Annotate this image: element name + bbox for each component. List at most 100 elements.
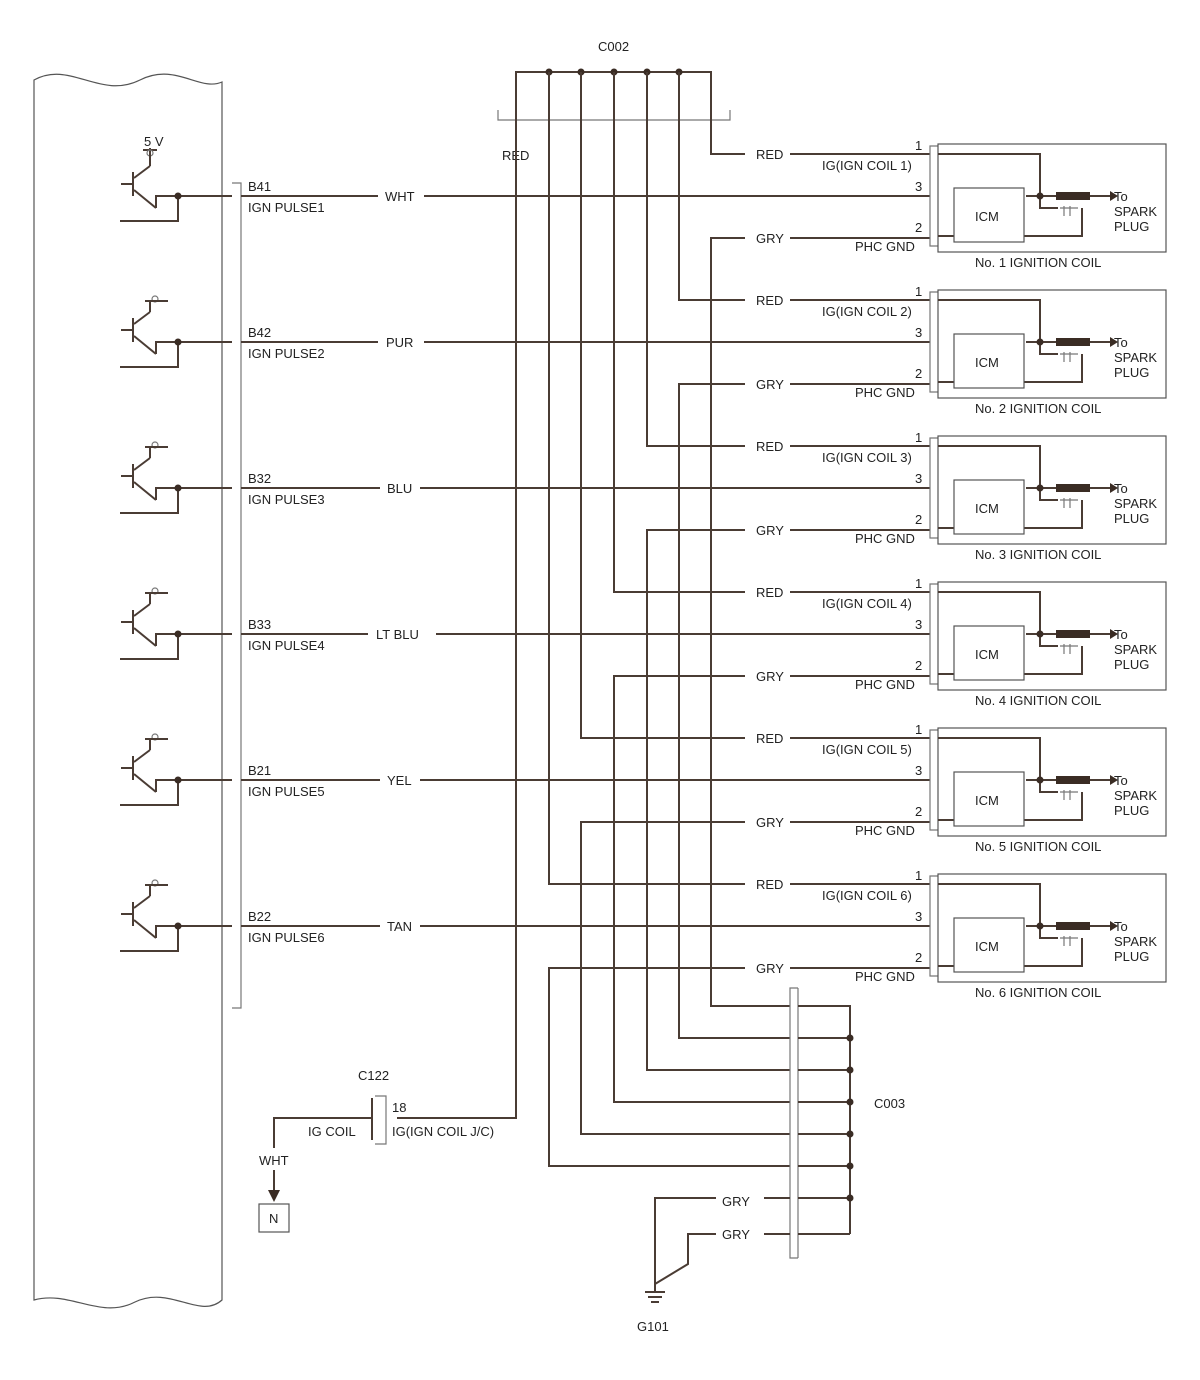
spark-label: SPARK <box>1114 350 1157 365</box>
coil-pin3: 3 <box>915 325 922 340</box>
coil-title: No. 1 IGNITION COIL <box>975 255 1101 270</box>
coil-pin3: 3 <box>915 179 922 194</box>
pulse-channel-1: B41 IGN PULSE1 WHT <box>120 148 930 222</box>
coil-ig-label: IG(IGN COIL 6) <box>822 888 912 903</box>
spark-label: SPARK <box>1114 642 1157 657</box>
coil-gnd-wire: GRY <box>756 231 784 246</box>
plug-label: PLUG <box>1114 657 1149 672</box>
pulse-channel-5: B21 IGN PULSE5 YEL <box>120 733 930 806</box>
to-label: To <box>1114 189 1128 204</box>
pulse-channel-6: B22 IGN PULSE6 TAN <box>120 879 930 952</box>
plug-label: PLUG <box>1114 949 1149 964</box>
c003-label: C003 <box>874 1096 905 1111</box>
coil-ig-label: IG(IGN COIL 5) <box>822 742 912 757</box>
plug-label: PLUG <box>1114 365 1149 380</box>
terminal-label: N <box>269 1211 278 1226</box>
pulse-name: IGN PULSE3 <box>248 492 325 507</box>
spark-label: SPARK <box>1114 496 1157 511</box>
pulse-pin: B22 <box>248 909 271 924</box>
to-label: To <box>1114 919 1128 934</box>
spark-label: SPARK <box>1114 934 1157 949</box>
ignition-coil-3: RED GRY 1 IG(IGN COIL 3) 3 2 PHC GND ICM… <box>756 430 1167 562</box>
icm-label: ICM <box>975 939 999 954</box>
plug-label: PLUG <box>1114 511 1149 526</box>
coil-gnd-wire: GRY <box>756 815 784 830</box>
coil-pin1: 1 <box>915 138 922 153</box>
pulse-name: IGN PULSE2 <box>248 346 325 361</box>
pulse-pin: B42 <box>248 325 271 340</box>
coil-title: No. 5 IGNITION COIL <box>975 839 1101 854</box>
coil-pin1: 1 <box>915 284 922 299</box>
ignition-coil-4: RED GRY 1 IG(IGN COIL 4) 3 2 PHC GND ICM… <box>756 576 1167 708</box>
coil-ig-label: IG(IGN COIL 1) <box>822 158 912 173</box>
ground-wires <box>654 1197 790 1285</box>
coil-pin3: 3 <box>915 909 922 924</box>
ignition-coil-2: RED GRY 1 IG(IGN COIL 2) 3 2 PHC GND ICM… <box>756 284 1167 416</box>
pulse-name: IGN PULSE5 <box>248 784 325 799</box>
coil-pin2: 2 <box>915 658 922 673</box>
pulse-pin: B32 <box>248 471 271 486</box>
terminal-arrow-icon <box>268 1190 280 1202</box>
to-label: To <box>1114 335 1128 350</box>
pulse-pin: B21 <box>248 763 271 778</box>
coil-gnd-wire: GRY <box>756 523 784 538</box>
pulse-wire-label: PUR <box>386 335 413 350</box>
ignition-coil-5: RED GRY 1 IG(IGN COIL 5) 3 2 PHC GND ICM… <box>756 722 1167 854</box>
coil-pin1: 1 <box>915 430 922 445</box>
ground-wire-label-1: GRY <box>722 1194 750 1209</box>
ecm-module-outline <box>33 73 223 1309</box>
coil-gnd-wire: GRY <box>756 961 784 976</box>
pulse-name: IGN PULSE6 <box>248 930 325 945</box>
ignition-coil-6: RED GRY 1 IG(IGN COIL 6) 3 2 PHC GND ICM… <box>756 868 1167 1000</box>
pulse-wire-label: YEL <box>387 773 412 788</box>
coil-gnd-wire: GRY <box>756 377 784 392</box>
bus-wires <box>397 72 745 1119</box>
ground-return-wires <box>548 237 790 1167</box>
g101-label: G101 <box>637 1319 669 1334</box>
plug-label: PLUG <box>1114 803 1149 818</box>
pulse-channel-4: B33 IGN PULSE4 LT BLU <box>120 587 930 660</box>
c122-label: C122 <box>358 1068 389 1083</box>
pulse-wire-label: TAN <box>387 919 412 934</box>
coil-pin2: 2 <box>915 366 922 381</box>
to-label: To <box>1114 773 1128 788</box>
coil-gnd-label: PHC GND <box>855 385 915 400</box>
coil-title: No. 2 IGNITION COIL <box>975 401 1101 416</box>
coil-gnd-label: PHC GND <box>855 969 915 984</box>
pulse-pin: B33 <box>248 617 271 632</box>
c122-right-label: IG(IGN COIL J/C) <box>392 1124 494 1139</box>
c122-left-label: IG COIL <box>308 1124 356 1139</box>
coil-feed-wire: RED <box>756 293 783 308</box>
coil-pin3: 3 <box>915 617 922 632</box>
coil-gnd-label: PHC GND <box>855 531 915 546</box>
c003-bracket <box>789 987 799 1259</box>
coil-ig-label: IG(IGN COIL 4) <box>822 596 912 611</box>
ecm-connector-bracket <box>232 182 242 1009</box>
ig-coil-wire <box>273 1117 372 1192</box>
supply-label: 5 V <box>144 134 164 149</box>
pulse-wire-label: LT BLU <box>376 627 419 642</box>
c002-label: C002 <box>598 39 629 54</box>
coil-title: No. 6 IGNITION COIL <box>975 985 1101 1000</box>
coil-pin1: 1 <box>915 868 922 883</box>
icm-label: ICM <box>975 209 999 224</box>
spark-label: SPARK <box>1114 788 1157 803</box>
pulse-name: IGN PULSE1 <box>248 200 325 215</box>
coil-pin2: 2 <box>915 220 922 235</box>
coil-feed-wire: RED <box>756 585 783 600</box>
pulse-channel-3: B32 IGN PULSE3 BLU <box>120 441 930 514</box>
coil-feed-wire: RED <box>756 731 783 746</box>
to-label: To <box>1114 627 1128 642</box>
coil-feed-wire: RED <box>756 147 783 162</box>
to-label: To <box>1114 481 1128 496</box>
coil-pin2: 2 <box>915 950 922 965</box>
icm-label: ICM <box>975 647 999 662</box>
coil-pin2: 2 <box>915 512 922 527</box>
coil-pin2: 2 <box>915 804 922 819</box>
coil-pin3: 3 <box>915 763 922 778</box>
plug-label: PLUG <box>1114 219 1149 234</box>
coil-pin3: 3 <box>915 471 922 486</box>
c003-splice <box>798 1005 854 1235</box>
coil-pin1: 1 <box>915 722 922 737</box>
